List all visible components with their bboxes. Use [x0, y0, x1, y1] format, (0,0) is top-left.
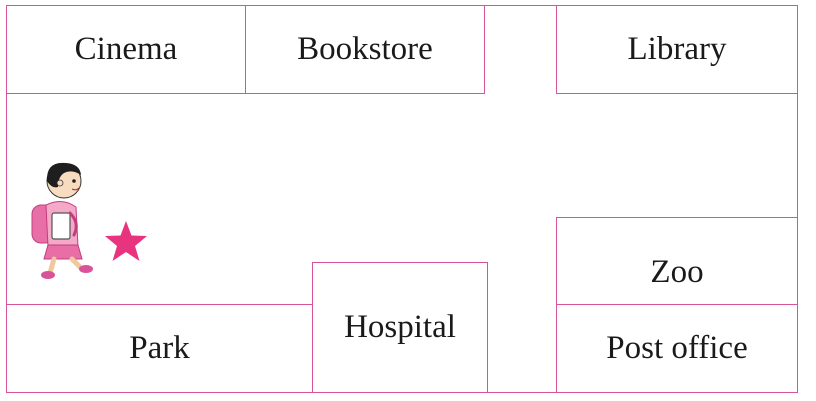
bookstore-label: Bookstore — [297, 31, 433, 67]
star-icon — [105, 221, 147, 261]
walking-child-icon — [31, 162, 93, 279]
library-label: Library — [627, 31, 727, 67]
cinema-block: Cinema — [6, 5, 246, 94]
library-block: Library — [556, 5, 798, 94]
park-block: Park — [6, 304, 313, 393]
zoo-block: Zoo — [556, 217, 798, 306]
hospital-block: Hospital — [312, 262, 488, 393]
bookstore-block: Bookstore — [245, 5, 485, 94]
post-office-block: Post office — [556, 304, 798, 393]
hospital-label: Hospital — [344, 309, 456, 345]
park-label: Park — [129, 330, 190, 366]
post-office-label: Post office — [606, 330, 748, 366]
zoo-label: Zoo — [650, 254, 704, 290]
cinema-label: Cinema — [74, 31, 178, 67]
